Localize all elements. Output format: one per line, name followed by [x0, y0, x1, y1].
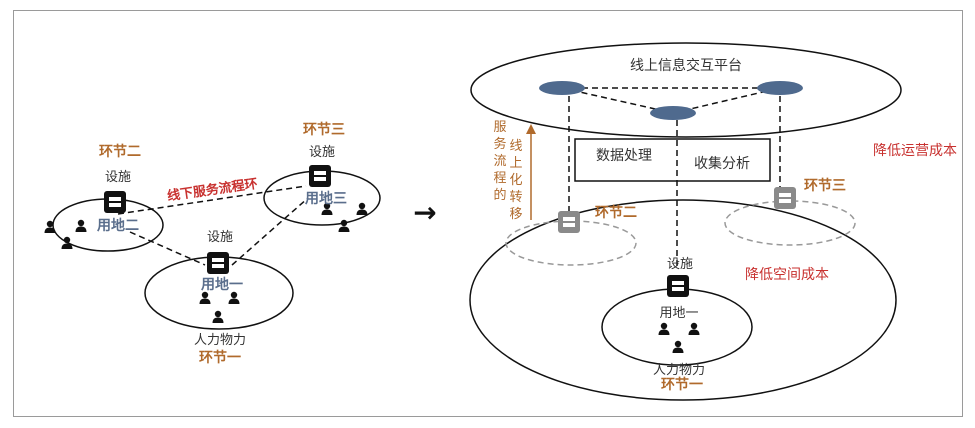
vertical-char: 线 — [509, 139, 522, 154]
site-one-label: 用地一 — [201, 276, 243, 293]
person-icon — [688, 322, 700, 335]
stage-three-ellipse — [724, 200, 856, 246]
facility-two-icon — [558, 211, 580, 233]
person-icon — [199, 291, 211, 304]
person-icon — [228, 291, 240, 304]
person-icon — [658, 322, 670, 335]
stage-three-label: 环节三 — [303, 121, 345, 138]
facility-one-icon — [667, 275, 689, 297]
manpower-label: 人力物力 — [653, 363, 705, 378]
site-two-label: 用地二 — [97, 217, 139, 234]
transfer-arrow-head — [526, 124, 536, 134]
processing-box — [574, 138, 771, 182]
stage-one-label: 环节一 — [661, 376, 703, 393]
space-ellipse — [469, 199, 897, 401]
reduce-operating-cost-label: 降低运营成本 — [873, 143, 957, 159]
person-icon — [212, 310, 224, 323]
vertical-char: 化 — [509, 173, 522, 188]
person-icon — [672, 340, 684, 353]
vertical-char: 移 — [509, 207, 522, 222]
manpower-label: 人力物力 — [194, 333, 246, 348]
stage-three-label: 环节三 — [804, 177, 846, 194]
site-one-ellipse — [601, 288, 753, 366]
collect-analysis-label: 收集分析 — [694, 155, 750, 172]
stage-two-label: 环节二 — [595, 204, 637, 221]
vertical-char: 程 — [493, 171, 506, 186]
vertical-char: 的 — [493, 187, 506, 203]
site-three-label: 用地三 — [305, 190, 347, 207]
platform-ellipse — [470, 42, 902, 138]
platform-label: 线上信息交互平台 — [630, 57, 742, 74]
facility-one-label: 设施 — [667, 257, 693, 272]
facility-three-icon — [309, 165, 331, 187]
data-processing-label: 数据处理 — [596, 148, 652, 164]
facility-three-icon — [774, 187, 796, 209]
platform-node — [539, 81, 585, 95]
facility-three-label: 设施 — [309, 145, 335, 160]
service-process-vertical-label: 服 务 流 程 的 — [493, 120, 506, 203]
person-icon — [61, 236, 73, 249]
reduce-space-cost-label: 降低空间成本 — [745, 267, 829, 283]
vertical-char: 务 — [493, 136, 506, 152]
facility-one-label: 设施 — [207, 230, 233, 245]
vertical-char: 上 — [509, 156, 522, 171]
person-icon — [75, 219, 87, 232]
vertical-char: 转 — [509, 190, 522, 205]
site-one-label: 用地一 — [659, 306, 698, 321]
figure-frame — [13, 10, 963, 417]
transition-arrow: → — [413, 196, 436, 229]
vertical-char: 服 — [493, 120, 506, 135]
stage-two-label: 环节二 — [99, 143, 141, 160]
platform-node — [757, 81, 803, 95]
facility-two-label: 设施 — [105, 170, 131, 185]
online-transfer-vertical-label: 线 上 化 转 移 — [509, 139, 522, 222]
stage-one-label: 环节一 — [199, 349, 241, 366]
facility-one-icon — [207, 252, 229, 274]
vertical-char: 流 — [493, 154, 506, 169]
stage-two-ellipse — [505, 220, 637, 266]
facility-two-icon — [104, 191, 126, 213]
offline-loop-lines — [117, 185, 309, 266]
person-icon — [356, 202, 368, 215]
platform-node — [650, 106, 696, 120]
